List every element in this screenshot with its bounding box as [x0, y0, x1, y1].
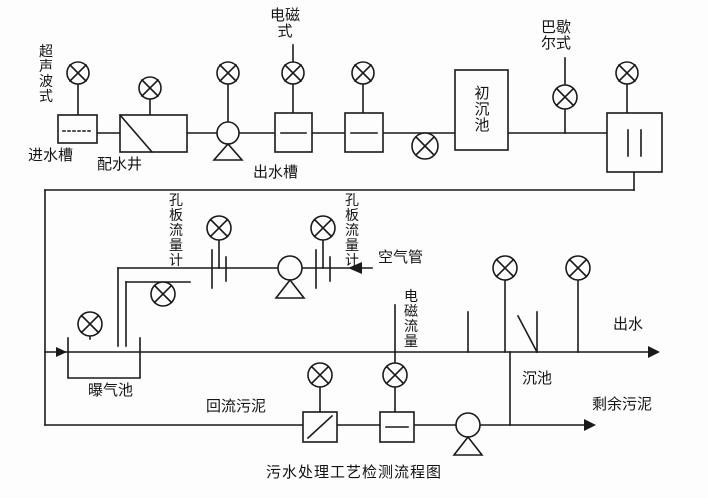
primary-tank-box [454, 69, 509, 151]
orifice-plate-2 [315, 249, 331, 289]
diagram-title: 污水处理工艺检测流程图 [265, 464, 442, 481]
parshall-sensor-icon [552, 84, 578, 110]
distribution-well-box [119, 114, 188, 153]
clarifier-sensor1-icon [492, 255, 518, 281]
air-branch-sensor-icon [150, 281, 176, 307]
clarifier-sensor2-icon [565, 255, 591, 281]
valve-sensor-icon [307, 362, 333, 388]
label-orifice-flowmeter-2: 孔板流量计 [345, 192, 359, 269]
inflow-arrow [56, 347, 67, 357]
distribution-well-baffle [118, 113, 154, 154]
emmeter-sensor-icon [382, 362, 408, 388]
blower-icon [274, 255, 306, 299]
clarifier-weir [516, 314, 539, 354]
distribution-sensor-icon [138, 76, 162, 100]
ultrasonic-sensor-icon [66, 61, 90, 85]
sensors [66, 61, 639, 388]
label-secondary-tank: 沉池 [522, 370, 553, 387]
label-parshall-type: 巴歇尔式 [540, 19, 571, 53]
label-primary-sedimentation-tank: 初沉池 [474, 85, 490, 135]
label-outlet-channel: 出水槽 [253, 164, 299, 181]
aeration-tank-shape [67, 337, 141, 379]
em-sensor-icon [281, 61, 305, 85]
pump-icon [212, 121, 244, 161]
label-effluent: 出水 [613, 316, 644, 333]
label-electromagnetic-type: 电磁式 [269, 7, 300, 41]
effluent-arrow [648, 346, 660, 358]
orifice2-sensor-icon [310, 215, 336, 241]
inline-sensor-icon [411, 132, 439, 160]
label-air-pipe: 空气管 [378, 249, 424, 266]
sludge-pump-icon [452, 412, 484, 456]
excess-sludge-arrow [584, 419, 596, 431]
label-ultrasonic-type: 超声波式 [39, 43, 53, 105]
label-inlet-channel: 进水槽 [28, 147, 74, 164]
label-aeration-tank: 曝气池 [88, 382, 134, 399]
filter-box [606, 112, 663, 173]
pump1-sensor-icon [216, 61, 240, 85]
valve-mark [306, 414, 334, 440]
flow-arrows [56, 262, 660, 431]
label-excess-sludge: 剩余污泥 [592, 396, 653, 413]
vessels [57, 69, 663, 443]
filter-marks [627, 129, 642, 157]
pumps [212, 121, 484, 456]
filter-sensor-icon [615, 61, 639, 85]
air-pipe-arrow [348, 262, 362, 274]
inlet-channel-box [57, 114, 98, 144]
label-return-sludge: 回流污泥 [206, 398, 267, 415]
label-orifice-flowmeter-1: 孔板流量计 [169, 192, 183, 269]
orifice-plate-1 [211, 249, 227, 289]
orifice1-sensor-icon [206, 215, 232, 241]
label-em-flow: 电磁流量 [404, 288, 418, 350]
label-distribution-well: 配水井 [97, 156, 143, 173]
meter2-sensor-icon [351, 61, 375, 85]
aeration-sensor-icon [77, 311, 103, 337]
